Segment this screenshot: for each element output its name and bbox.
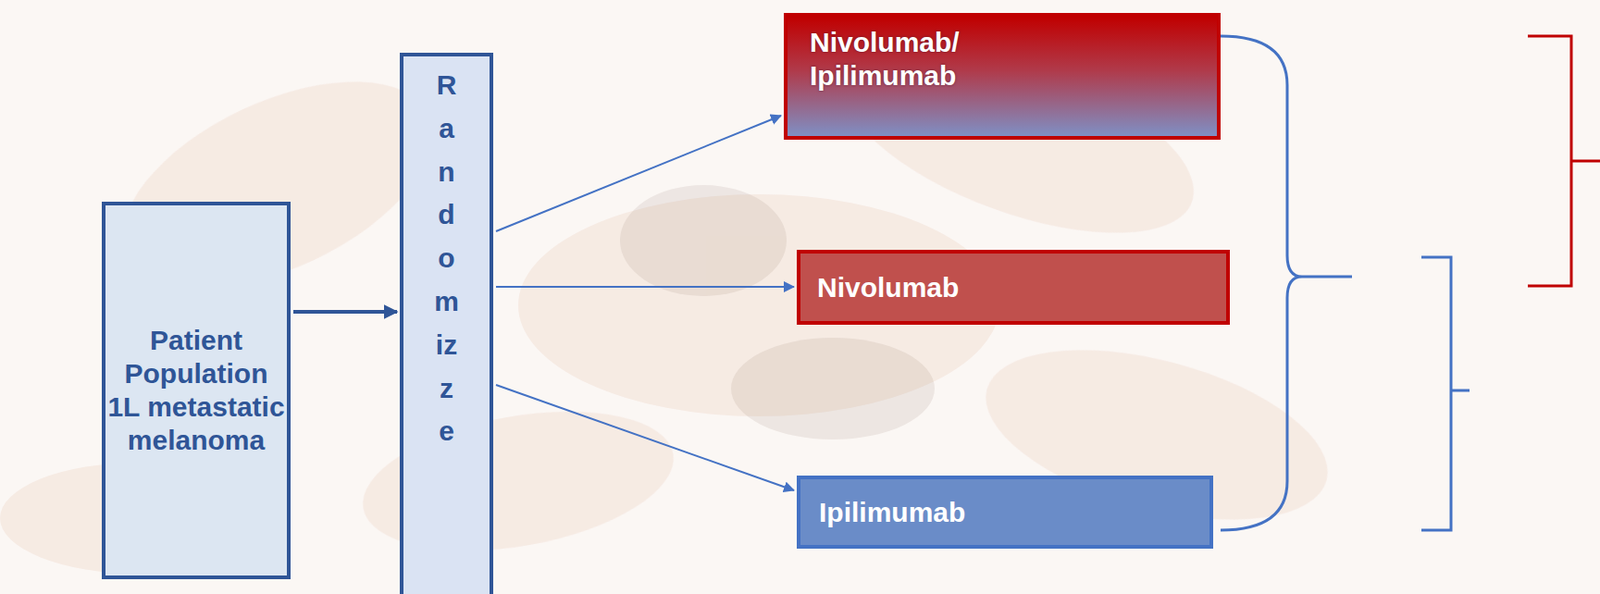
box-label: Patient Population 1L metastatic melanom… [105, 323, 287, 458]
arrow-connector [496, 115, 782, 232]
box-label: Nivolumab/ Ipilimumab [809, 25, 960, 93]
box-label: Randomizze [433, 63, 461, 454]
arrow-connector [496, 285, 794, 288]
arrow-connector [293, 310, 397, 314]
population-box: Patient Population 1L metastatic melanom… [101, 201, 291, 580]
box-label: Nivolumab [817, 271, 959, 305]
treatment-arm-box: Nivolumab/ Ipilimumab [783, 12, 1221, 140]
treatment-arm-box: Nivolumab [796, 249, 1230, 325]
randomize-bar: Randomizze [399, 52, 494, 594]
blue-bracket [1421, 257, 1470, 531]
treatment-arm-box: Ipilimumab [796, 475, 1214, 549]
curly-brace [1220, 36, 1352, 531]
box-label: Ipilimumab [818, 496, 966, 530]
arrow-connector [496, 384, 794, 491]
red-bracket [1527, 36, 1600, 286]
